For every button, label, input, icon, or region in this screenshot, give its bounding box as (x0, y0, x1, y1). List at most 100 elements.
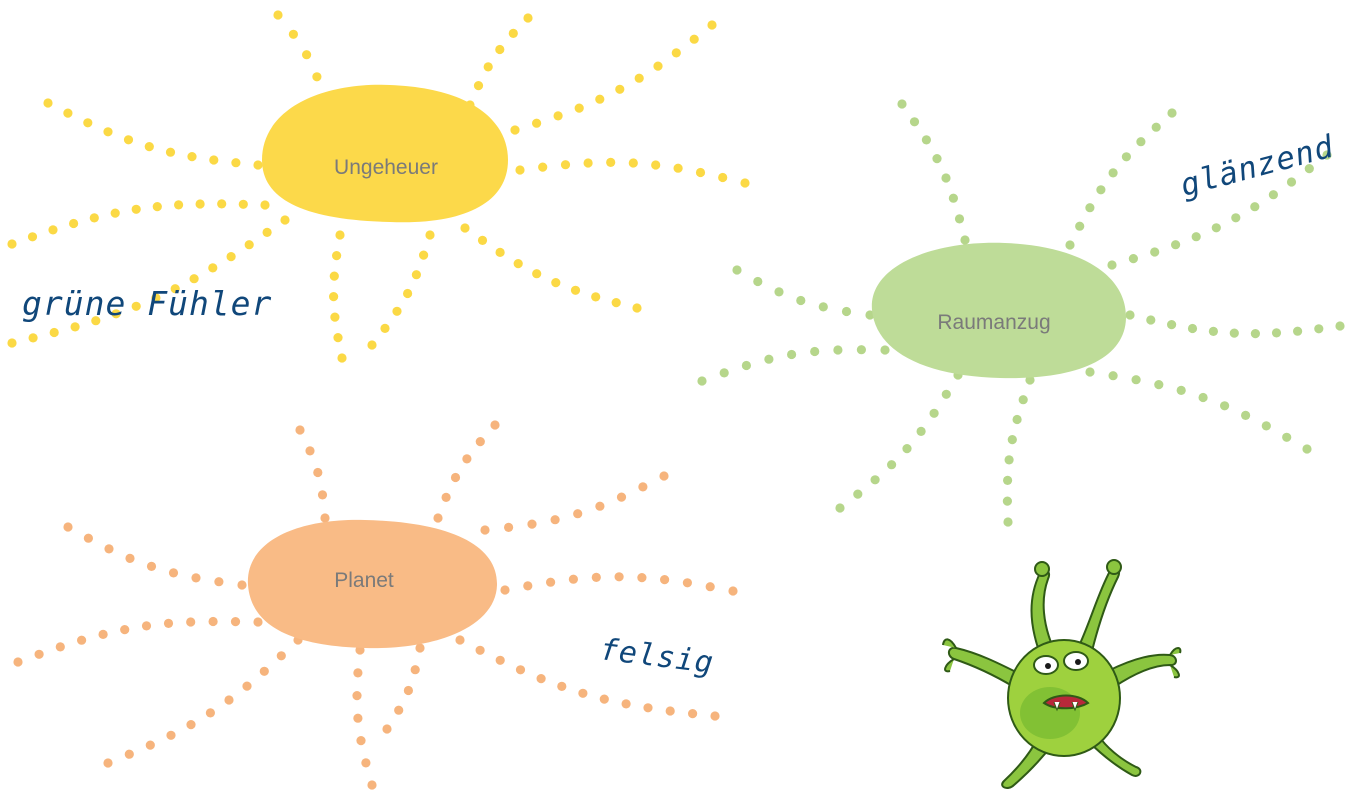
ray-dot (333, 333, 343, 343)
ray-dot (380, 323, 390, 333)
ray-dot (242, 681, 252, 691)
ray-dot (332, 251, 342, 261)
ray-dot (1231, 213, 1241, 223)
ray-dot (13, 657, 23, 667)
ray-dot (595, 94, 605, 104)
ray-dot (353, 668, 363, 678)
ray-dot (574, 103, 584, 113)
ray-dot (902, 444, 912, 454)
ray-dot (224, 695, 234, 705)
ray-dot (27, 232, 38, 242)
ray-dot (595, 501, 605, 511)
ray-dot (141, 621, 152, 631)
ray-dot (253, 617, 263, 627)
ray-dot (480, 525, 490, 535)
ray-dot (103, 127, 113, 137)
ray-dot (186, 617, 196, 627)
planet-rays (13, 420, 738, 790)
ray-dot (131, 301, 141, 311)
ray-dot (1302, 444, 1312, 454)
raumanzug-bubble[interactable] (871, 242, 1127, 379)
ray-dot (1271, 328, 1282, 338)
ray-dot (870, 475, 880, 485)
ray-dot (382, 724, 392, 734)
ray-dot (209, 155, 219, 165)
ray-dot (774, 287, 784, 297)
ray-dot (329, 292, 339, 302)
ray-dot (403, 288, 413, 299)
ray-dot (77, 635, 87, 645)
ray-dot (787, 349, 797, 360)
ray-dot (887, 460, 897, 470)
ray-dot (1085, 367, 1095, 377)
ray-dot (483, 62, 493, 72)
ray-dot (599, 694, 609, 704)
ray-dot (853, 489, 863, 499)
ray-dot (302, 50, 312, 60)
ray-dot (441, 492, 451, 502)
ray-dot (1167, 320, 1177, 330)
ray-dot (638, 482, 648, 492)
hub-label-ungeheuer: Ungeheuer (334, 156, 438, 179)
ray-dot (55, 642, 65, 652)
ray-dot (89, 213, 99, 223)
ray-dot (49, 327, 59, 338)
ray-dot (695, 167, 706, 178)
ray-dot (553, 111, 563, 121)
ray-dot (835, 503, 845, 513)
ray-dot (764, 354, 774, 364)
ray-dot (91, 316, 101, 326)
ray-dot (330, 312, 340, 322)
ray-dot (34, 649, 44, 659)
ray-dot (1335, 321, 1345, 331)
ray-dot (189, 274, 199, 284)
ray-dot (1171, 240, 1181, 250)
ray-dot (1191, 232, 1201, 242)
ray-dot (1018, 395, 1028, 405)
ray-dot (352, 691, 362, 701)
ray-dot (960, 235, 970, 245)
ray-dot (1136, 137, 1146, 147)
ray-dot (495, 655, 505, 665)
ray-dot (329, 271, 339, 281)
ray-dot (244, 240, 254, 250)
ray-dot (83, 533, 93, 543)
ray-dot (124, 749, 134, 759)
ray-dot (7, 239, 17, 249)
alien-mouth (1042, 694, 1090, 710)
ray-dot (237, 580, 247, 590)
ray-dot (513, 259, 523, 269)
ray-dot (1322, 150, 1332, 160)
ungeheuer-bubble[interactable] (262, 84, 508, 223)
ray-dot (260, 200, 270, 210)
ray-dot (740, 178, 750, 188)
ray-dot (1198, 392, 1208, 403)
ray-dot (557, 681, 567, 692)
ray-dot (728, 586, 738, 596)
planet-bubble[interactable] (247, 519, 498, 649)
ray-dot (796, 295, 806, 306)
ray-dot (7, 338, 17, 348)
ray-dot (660, 575, 670, 585)
ray-dot (208, 263, 218, 273)
ray-dot (551, 278, 561, 288)
ray-dot (495, 247, 505, 257)
ray-dot (637, 573, 647, 583)
hub-label-raumanzug: Raumanzug (937, 311, 1051, 334)
ray-dot (1229, 328, 1239, 338)
ray-dot (546, 577, 556, 587)
ray-dot (110, 208, 120, 218)
ray-dot (337, 353, 347, 363)
ray-dot (665, 706, 675, 716)
ray-dot (104, 544, 114, 554)
ray-dot (570, 285, 581, 295)
ray-dot (578, 688, 588, 698)
ray-dot (367, 340, 377, 350)
ray-dot (1176, 385, 1186, 395)
ray-dot (689, 34, 699, 44)
ray-dot (705, 582, 715, 592)
ray-dot (411, 270, 421, 280)
ray-dot (433, 513, 443, 523)
ray-dot (833, 345, 843, 355)
ray-dot (718, 172, 728, 183)
